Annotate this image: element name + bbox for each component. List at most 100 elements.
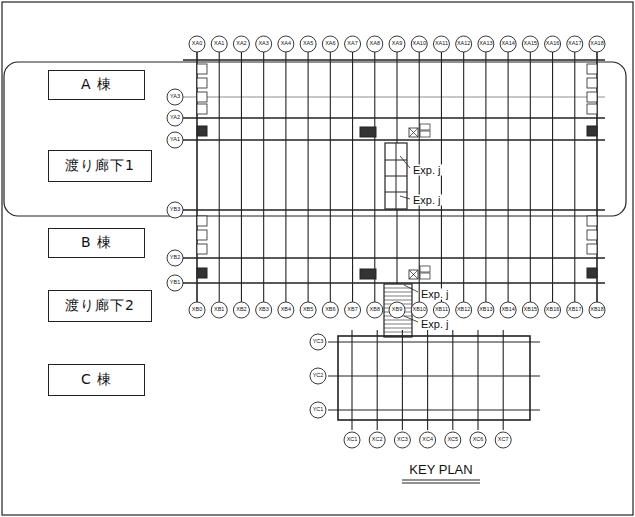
grid-bubble: [167, 275, 183, 291]
grid-bubble: [495, 432, 511, 448]
grid-bubble: [445, 432, 461, 448]
grid-bubble: [478, 36, 494, 52]
plan-line: [351, 330, 352, 430]
joint-note: Exp. j: [412, 195, 442, 206]
plan-rect: [420, 266, 430, 272]
grid-axis-label: XB14: [501, 307, 514, 313]
grid-axis-label: XA16: [546, 41, 559, 47]
grid-axis-label: YB1: [170, 280, 180, 286]
plan-rect: [197, 92, 207, 102]
plan-rect: [360, 269, 376, 279]
plan-line: [400, 156, 410, 168]
building-name-box: A 棟: [48, 70, 145, 100]
grid-bubble: [256, 36, 272, 52]
grid-axis-label: XB8: [370, 307, 380, 313]
grid-bubble: [470, 432, 486, 448]
grid-axis-label: YA2: [170, 115, 180, 121]
grid-axis-label: XB2: [236, 307, 246, 313]
grid-bubble: [522, 36, 538, 52]
building-name: B 棟: [81, 234, 112, 252]
grid-axis-label: XA17: [568, 41, 581, 47]
plan-line: [183, 59, 605, 60]
grid-axis-label: XB3: [258, 307, 268, 313]
grid-axis-label: XA9: [392, 41, 402, 47]
grid-axis-label: XA12: [457, 41, 470, 47]
plan-rect: [587, 104, 597, 114]
grid-axis-label: XB0: [192, 307, 202, 313]
joint-note: Exp. j: [420, 289, 450, 300]
building-name-box: B 棟: [48, 228, 145, 258]
plan-line: [477, 330, 478, 430]
plan-line: [409, 128, 418, 137]
grid-bubble: [456, 302, 472, 318]
grid-bubble: [211, 302, 227, 318]
building-name-box: 渡り廊下1: [48, 150, 152, 182]
grid-bubble: [167, 89, 183, 105]
plan-line: [402, 480, 480, 481]
grid-axis-label: XB5: [303, 307, 313, 313]
grid-axis-label: YC3: [313, 339, 324, 345]
plan-rect: [587, 126, 597, 136]
plan-line: [503, 330, 504, 430]
building-name: A 棟: [81, 76, 112, 94]
plan-rect: [587, 92, 597, 102]
plan-line: [384, 332, 412, 333]
plan-line: [574, 52, 575, 302]
plan-rect: [587, 230, 597, 240]
grid-bubble: [189, 36, 205, 52]
grid-axis-label: XB1: [214, 307, 224, 313]
plan-line: [384, 328, 412, 329]
plan-rect: [385, 143, 407, 209]
plan-rect: [197, 104, 207, 114]
grid-bubble: [310, 368, 326, 384]
plan-line: [384, 288, 412, 289]
grid-axis-label: XA0: [192, 41, 202, 47]
grid-bubble: [322, 302, 338, 318]
grid-bubble: [300, 302, 316, 318]
plan-rect: [587, 216, 597, 226]
grid-axis-label: XC2: [372, 437, 383, 443]
plan-rect: [197, 216, 207, 226]
plan-rect: [420, 131, 430, 137]
grid-axis-label: YC1: [313, 407, 324, 413]
grid-bubble: [278, 302, 294, 318]
grid-bubble: [233, 302, 249, 318]
plan-line: [328, 409, 540, 410]
grid-axis-label: YC2: [313, 373, 324, 379]
grid-axis-label: XB18: [590, 307, 603, 313]
plan-rect: [384, 284, 412, 337]
grid-bubble: [322, 36, 338, 52]
grid-axis-label: XB12: [457, 307, 470, 313]
plan-rect: [587, 244, 597, 254]
plan-line: [328, 375, 540, 376]
plan-line: [409, 270, 418, 279]
plan-line: [352, 52, 353, 302]
plan-rect: [197, 244, 207, 254]
grid-axis-label: XB11: [435, 307, 448, 313]
plan-rect: [197, 78, 207, 88]
plan-line: [183, 97, 605, 98]
group-frame: [4, 62, 626, 216]
plan-line: [219, 52, 220, 302]
plan-line: [419, 52, 420, 302]
grid-axis-label: YA3: [170, 94, 180, 100]
grid-axis-label: YB3: [170, 207, 180, 213]
building-name: 渡り廊下2: [65, 297, 135, 315]
grid-bubble: [389, 36, 405, 52]
grid-axis-label: XA10: [412, 41, 425, 47]
grid-bubble: [310, 402, 326, 418]
plan-line: [396, 143, 397, 209]
grid-axis-label: XC6: [473, 437, 484, 443]
grid-axis-label: XA18: [590, 41, 603, 47]
building-name-box: 渡り廊下2: [48, 290, 152, 322]
grid-bubble: [345, 36, 361, 52]
building-name: C 棟: [81, 371, 112, 389]
plan-line: [384, 300, 412, 301]
grid-bubble: [310, 334, 326, 350]
plan-line: [384, 292, 412, 293]
plan-line: [552, 52, 553, 302]
grid-bubble: [233, 36, 249, 52]
plan-line: [485, 52, 486, 302]
grid-axis-label: XA15: [524, 41, 537, 47]
building-name: 渡り廊下1: [65, 157, 135, 175]
